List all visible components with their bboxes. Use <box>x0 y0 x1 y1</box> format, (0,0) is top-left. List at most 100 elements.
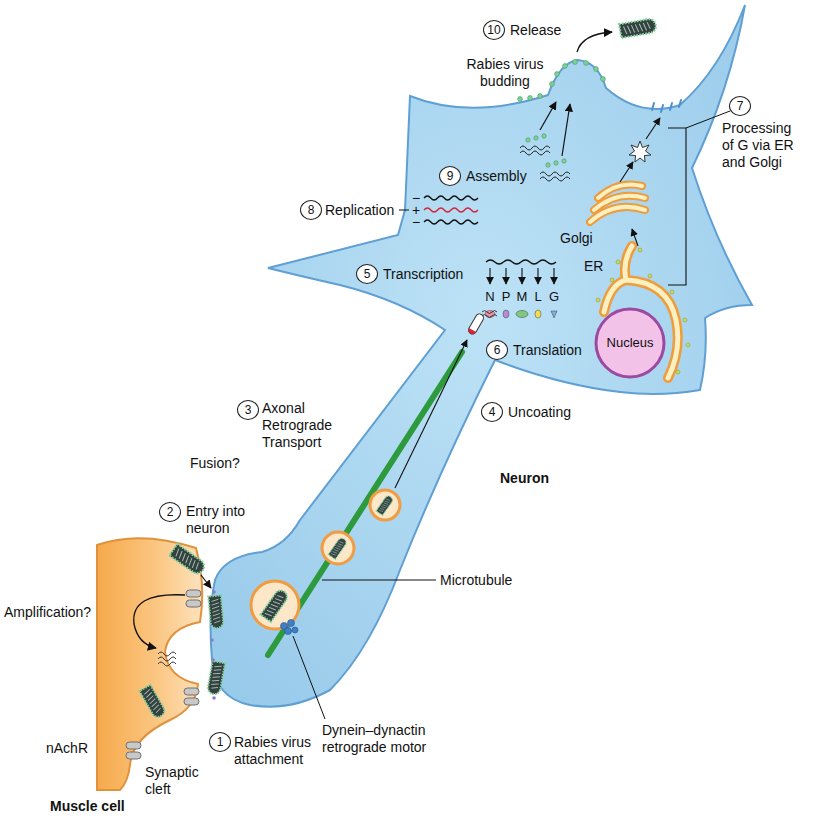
label-text: Axonal Retrograde Transport <box>262 400 340 451</box>
label-text: Rabies virus attachment <box>234 734 320 768</box>
rabies-illustration-part <box>207 661 225 695</box>
ribosome-dots-part <box>616 260 620 264</box>
nucleus-fill <box>596 309 664 377</box>
golgi-stack <box>590 185 645 223</box>
label-text: nAchR <box>46 740 88 757</box>
nachr-receptors <box>126 590 201 759</box>
terminal-receptors <box>210 590 216 700</box>
label-text: − <box>412 216 420 228</box>
callout-number: 6 <box>486 340 508 360</box>
nachr-receptors-part <box>186 590 201 597</box>
glycoprotein-dots-part <box>518 97 523 102</box>
ribosome-dots-part <box>686 343 690 347</box>
nachr-receptors-part <box>184 698 199 705</box>
nucleus-circle: Nucleus <box>594 307 666 379</box>
g-spikes-part <box>652 100 681 112</box>
dynein-motor-part <box>292 627 298 633</box>
transport-arrow <box>395 340 467 488</box>
label-text: Release <box>510 22 561 39</box>
ribosome-dots-part <box>638 248 642 252</box>
label-text: Neuron <box>500 470 549 487</box>
glycoprotein-dots-part <box>554 161 558 165</box>
glycoprotein-dots-part <box>563 64 568 69</box>
label-text: Entry into neuron <box>186 503 260 537</box>
rabies-illustration-part <box>261 588 290 622</box>
dynein-motor-part <box>288 620 295 627</box>
endosome-vesicles-part <box>322 532 354 564</box>
ribosome-dots-part <box>648 274 652 278</box>
glycoprotein-dots-part <box>546 163 550 167</box>
negative-strand <box>424 196 478 200</box>
ribosome-dots-part <box>676 370 680 374</box>
golgi-stack-part <box>590 185 645 223</box>
assembly-arrow <box>562 104 570 156</box>
release-arrow <box>577 32 612 52</box>
callout-number: 2 <box>159 502 181 522</box>
transcription-arrows-part <box>553 268 554 284</box>
viral-proteins-part <box>551 311 557 318</box>
callout-number: 3 <box>237 400 259 420</box>
microtubule-leader <box>322 580 436 581</box>
label-text: Golgi <box>560 230 593 247</box>
gene-letter: P <box>502 289 511 305</box>
bracket <box>668 128 686 285</box>
label-text: Translation <box>513 342 582 359</box>
glycoprotein-dots-part <box>562 159 566 163</box>
nachr-receptors-part <box>186 600 201 607</box>
gene-letter: N <box>485 289 494 305</box>
rabies-illustration-part <box>376 495 394 516</box>
label-text: Assembly <box>466 168 527 185</box>
glycoprotein-dots-part <box>526 138 530 142</box>
glycoprotein-dots-part <box>534 136 538 140</box>
rabies-illustration-part <box>139 685 166 719</box>
node-text: Nucleus <box>607 335 654 351</box>
transcription-arrows-part <box>521 268 522 284</box>
terminal-receptors-part <box>212 590 216 594</box>
callout-number: 10 <box>483 20 505 40</box>
callout-number: 5 <box>356 264 378 284</box>
ribosome-dots-part <box>670 290 674 294</box>
glycoprotein-dots-part <box>550 82 555 87</box>
amplification-arrow <box>134 595 185 648</box>
replication-leader <box>399 210 409 211</box>
rabies-illustration-part <box>619 18 657 38</box>
viral-rna <box>158 652 176 666</box>
g-vesicle-star <box>629 141 651 162</box>
ribosome-dots-part <box>683 318 687 322</box>
terminal-receptors-part <box>211 658 215 662</box>
label-text: Rabies virus budding <box>462 56 548 90</box>
endosome-vesicles <box>251 490 400 629</box>
entry-arrow <box>201 575 211 588</box>
label-text: Replication <box>325 202 394 219</box>
terminal-receptors-part <box>212 696 216 700</box>
golgi-to-vesicle-arrow <box>620 162 633 182</box>
endosome-vesicles-part <box>370 490 400 520</box>
glycoprotein-dots-part <box>542 134 546 138</box>
nachr-receptors-part <box>126 742 141 749</box>
transcription-arrows-part <box>505 268 506 284</box>
label-text: ER <box>584 258 603 275</box>
label-text: Dynein–dynactin retrograde motor <box>322 722 442 756</box>
transcription-arrows-part <box>537 268 538 284</box>
label-text: + <box>412 204 420 216</box>
rabies-illustration-part <box>169 544 207 576</box>
glycoprotein-dots-part <box>601 77 606 82</box>
terminal-receptors-part <box>210 638 214 642</box>
golgi-stack-part <box>590 185 645 223</box>
label-text: Muscle cell <box>50 798 125 815</box>
nachr-receptors-part <box>184 688 199 695</box>
gene-letter: L <box>534 289 541 305</box>
glycoprotein-dots-part <box>538 94 543 99</box>
dynein-motor-part <box>285 628 292 635</box>
label-text: Uncoating <box>508 404 571 421</box>
positive-strand <box>424 208 478 212</box>
label-text: Amplification? <box>4 604 91 621</box>
dynein-motor <box>281 620 299 635</box>
er-to-golgi-arrow <box>632 229 638 246</box>
vesicle-to-membrane-arrow <box>646 118 660 139</box>
negative-strand <box>424 220 478 224</box>
label-text: Microtubule <box>440 572 512 589</box>
viral-proteins-part <box>516 311 528 318</box>
callout-number: 1 <box>209 732 231 752</box>
released-rna <box>482 311 497 318</box>
